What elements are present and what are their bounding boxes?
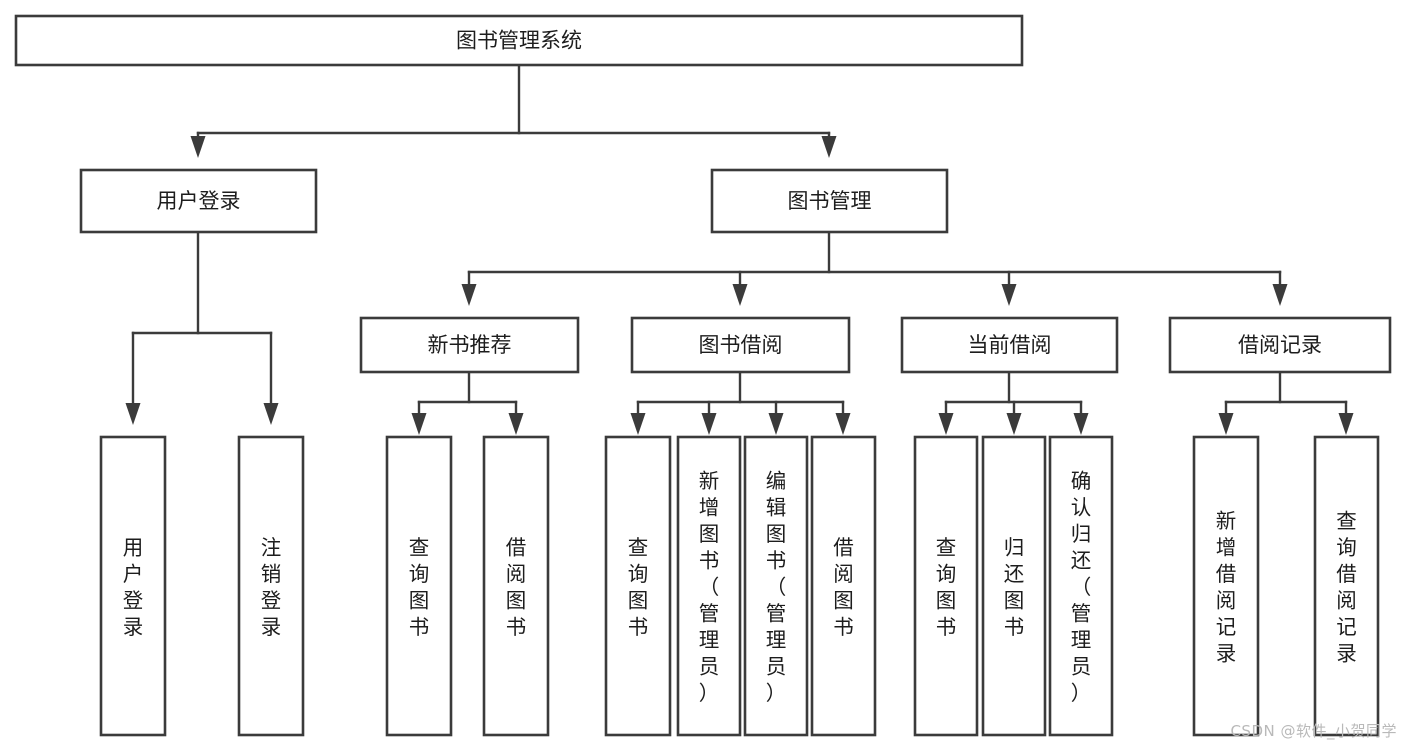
node-leaf-confirm-return-admin[interactable]: 确认归还（管理员）: [1048, 435, 1114, 737]
node-label: 新增借阅记录: [1216, 509, 1237, 666]
connector-layer: [125, 63, 1354, 435]
node-box: [385, 435, 453, 737]
node-box: [1168, 316, 1392, 374]
node-label: 借阅图书: [506, 535, 527, 639]
node-new-book-recommend[interactable]: 新书推荐: [359, 316, 580, 374]
node-leaf-query-book-recommend[interactable]: 查询图书: [385, 435, 453, 737]
node-label: 查询借阅记录: [1336, 509, 1357, 666]
node-box: [1192, 435, 1260, 737]
node-box: [900, 316, 1119, 374]
node-box: [482, 435, 550, 737]
node-box: [14, 14, 1024, 67]
node-label: 编辑图书（管理员）: [766, 469, 787, 705]
node-label: 用户登录: [157, 189, 241, 213]
node-box: [981, 435, 1047, 737]
node-label: 图书管理: [788, 189, 872, 213]
node-leaf-add-borrow-record[interactable]: 新增借阅记录: [1192, 435, 1260, 737]
node-label: 注销登录: [261, 535, 282, 639]
node-leaf-edit-book-admin[interactable]: 编辑图书（管理员）: [743, 435, 809, 737]
node-label: 新书推荐: [428, 333, 512, 357]
node-box: [630, 316, 851, 374]
node-label: 归还图书: [1004, 535, 1025, 639]
connector-borrow-to-leaves: [630, 370, 851, 435]
connector-book-management-to-level3: [461, 230, 1288, 306]
csdn-watermark: CSDN @软件_小贺同学: [1230, 722, 1397, 740]
node-box: [710, 168, 949, 234]
node-label: 确认归还（管理员）: [1071, 469, 1092, 705]
node-label: 新增图书（管理员）: [699, 469, 720, 705]
node-label: 当前借阅: [968, 333, 1052, 357]
node-label: 用户登录: [123, 535, 144, 639]
node-box: [79, 168, 318, 234]
node-book-management[interactable]: 图书管理: [710, 168, 949, 234]
node-book-borrow[interactable]: 图书借阅: [630, 316, 851, 374]
node-box: [359, 316, 580, 374]
node-label: 图书借阅: [699, 333, 783, 357]
node-box: [913, 435, 979, 737]
node-leaf-query-book-borrow[interactable]: 查询图书: [604, 435, 672, 737]
node-box: [604, 435, 672, 737]
connector-user-login-to-leaves: [125, 230, 279, 425]
node-leaf-add-book-admin[interactable]: 新增图书（管理员）: [676, 435, 742, 737]
node-box: [743, 435, 809, 737]
connector-root-to-level2: [190, 63, 837, 158]
connector-recommend-to-leaves: [411, 370, 524, 435]
node-label: 查询图书: [409, 535, 430, 639]
node-borrow-record[interactable]: 借阅记录: [1168, 316, 1392, 374]
node-leaf-user-login[interactable]: 用户登录: [99, 435, 167, 737]
connector-record-to-leaves: [1218, 370, 1354, 435]
node-label: 借阅图书: [833, 535, 854, 639]
node-leaf-query-borrow-record[interactable]: 查询借阅记录: [1313, 435, 1380, 737]
node-leaf-return-book[interactable]: 归还图书: [981, 435, 1047, 737]
node-label: 借阅记录: [1238, 333, 1322, 357]
node-current-borrow[interactable]: 当前借阅: [900, 316, 1119, 374]
node-box: [1313, 435, 1380, 737]
node-leaf-borrow-book-recommend[interactable]: 借阅图书: [482, 435, 550, 737]
node-box: [810, 435, 877, 737]
node-label: 查询图书: [936, 535, 957, 639]
node-user-login[interactable]: 用户登录: [79, 168, 318, 234]
connector-current-to-leaves: [938, 370, 1089, 435]
node-label: 查询图书: [628, 535, 649, 639]
node-box: [676, 435, 742, 737]
node-box: [99, 435, 167, 737]
node-layer: 图书管理系统用户登录图书管理新书推荐图书借阅当前借阅借阅记录用户登录注销登录查询…: [14, 14, 1392, 737]
node-leaf-query-book-current[interactable]: 查询图书: [913, 435, 979, 737]
node-box: [237, 435, 305, 737]
node-root[interactable]: 图书管理系统: [14, 14, 1024, 67]
node-box: [1048, 435, 1114, 737]
node-leaf-user-logout[interactable]: 注销登录: [237, 435, 305, 737]
node-leaf-borrow-book[interactable]: 借阅图书: [810, 435, 877, 737]
node-label: 图书管理系统: [456, 29, 582, 53]
